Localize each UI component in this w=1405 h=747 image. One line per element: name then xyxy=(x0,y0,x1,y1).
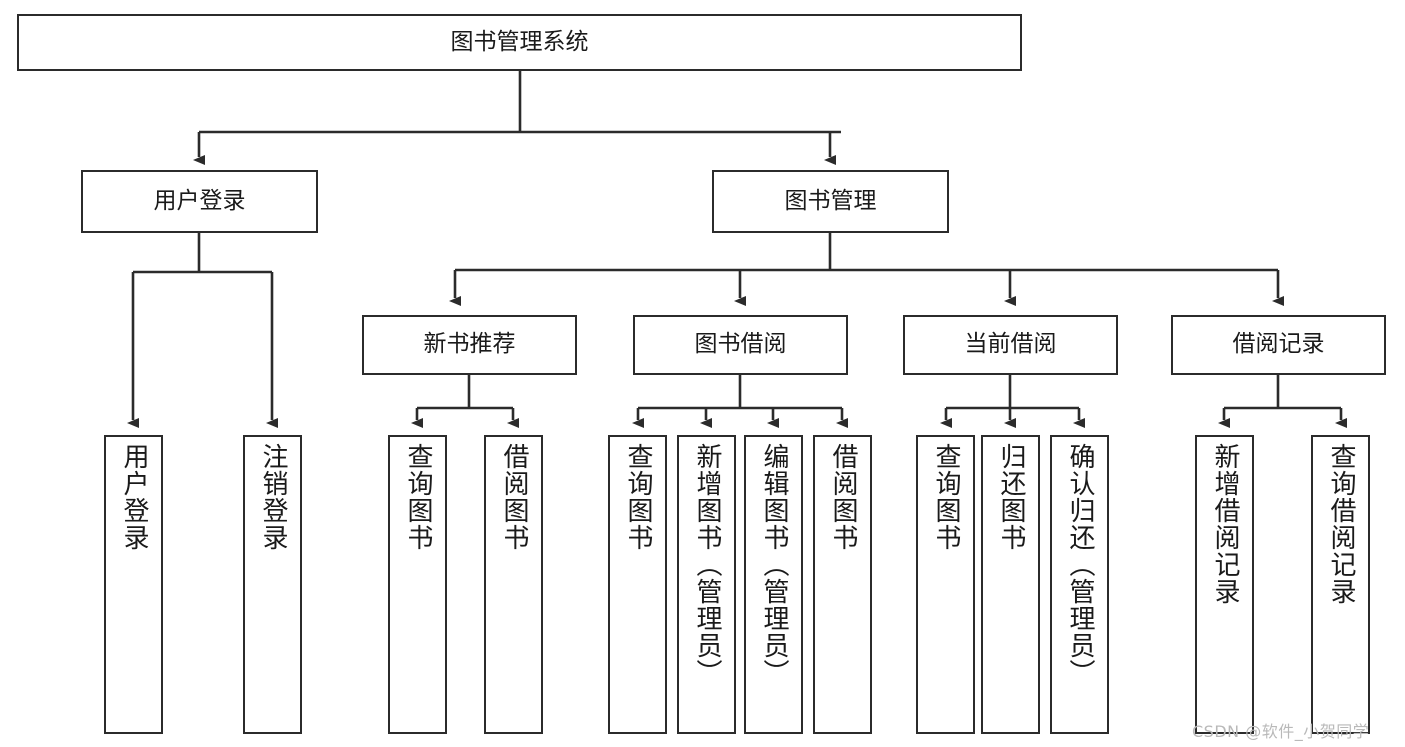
node-label: 当前借阅 xyxy=(964,331,1057,358)
node-label: 用户登录 xyxy=(153,187,246,214)
leaf-book-borrow-query-book[interactable]: 查询图书 xyxy=(608,435,667,734)
leaf-label: 归还图书 xyxy=(996,443,1027,551)
leaf-book-borrow-add-book-admin[interactable]: 新增图书（管理员） xyxy=(677,435,736,734)
leaf-new-book-query-book[interactable]: 查询图书 xyxy=(388,435,447,734)
leaf-borrow-record-add-record[interactable]: 新增借阅记录 xyxy=(1195,435,1254,734)
leaf-label: 查询借阅记录 xyxy=(1326,443,1357,605)
node-user-login[interactable]: 用户登录 xyxy=(81,170,318,233)
watermark-csdn: CSDN @软件_小贺同学 xyxy=(1192,722,1370,741)
leaf-label: 注销登录 xyxy=(258,443,289,551)
node-label: 新书推荐 xyxy=(423,331,516,358)
node-label: 图书管理 xyxy=(784,187,877,214)
leaf-label: 查询图书 xyxy=(931,443,962,551)
leaf-borrow-record-query-record[interactable]: 查询借阅记录 xyxy=(1311,435,1370,734)
node-current-borrow[interactable]: 当前借阅 xyxy=(903,315,1118,375)
leaf-book-borrow-edit-book-admin[interactable]: 编辑图书（管理员） xyxy=(744,435,803,734)
node-borrow-record[interactable]: 借阅记录 xyxy=(1171,315,1386,375)
leaf-book-borrow-borrow-book[interactable]: 借阅图书 xyxy=(813,435,872,734)
leaf-label: 借阅图书 xyxy=(828,443,859,551)
node-label: 图书管理系统 xyxy=(450,28,589,55)
leaf-current-borrow-confirm-return-admin[interactable]: 确认归还（管理员） xyxy=(1050,435,1109,734)
leaf-label: 新增借阅记录 xyxy=(1210,443,1241,605)
leaf-label: 编辑图书（管理员） xyxy=(759,443,790,686)
leaf-current-borrow-return-book[interactable]: 归还图书 xyxy=(981,435,1040,734)
node-book-management[interactable]: 图书管理 xyxy=(712,170,949,233)
node-label: 图书借阅 xyxy=(694,331,787,358)
leaf-user-login-logout[interactable]: 注销登录 xyxy=(243,435,302,734)
leaf-label: 查询图书 xyxy=(623,443,654,551)
leaf-label: 查询图书 xyxy=(403,443,434,551)
leaf-new-book-borrow-book[interactable]: 借阅图书 xyxy=(484,435,543,734)
node-label: 借阅记录 xyxy=(1232,331,1325,358)
leaf-label: 新增图书（管理员） xyxy=(692,443,723,686)
node-book-borrow[interactable]: 图书借阅 xyxy=(633,315,848,375)
leaf-label: 确认归还（管理员） xyxy=(1065,443,1096,686)
node-root-book-management-system[interactable]: 图书管理系统 xyxy=(17,14,1022,71)
leaf-user-login-login[interactable]: 用户登录 xyxy=(104,435,163,734)
node-new-book-recommend[interactable]: 新书推荐 xyxy=(362,315,577,375)
leaf-current-borrow-query-book[interactable]: 查询图书 xyxy=(916,435,975,734)
leaf-label: 用户登录 xyxy=(119,443,150,551)
leaf-label: 借阅图书 xyxy=(499,443,530,551)
